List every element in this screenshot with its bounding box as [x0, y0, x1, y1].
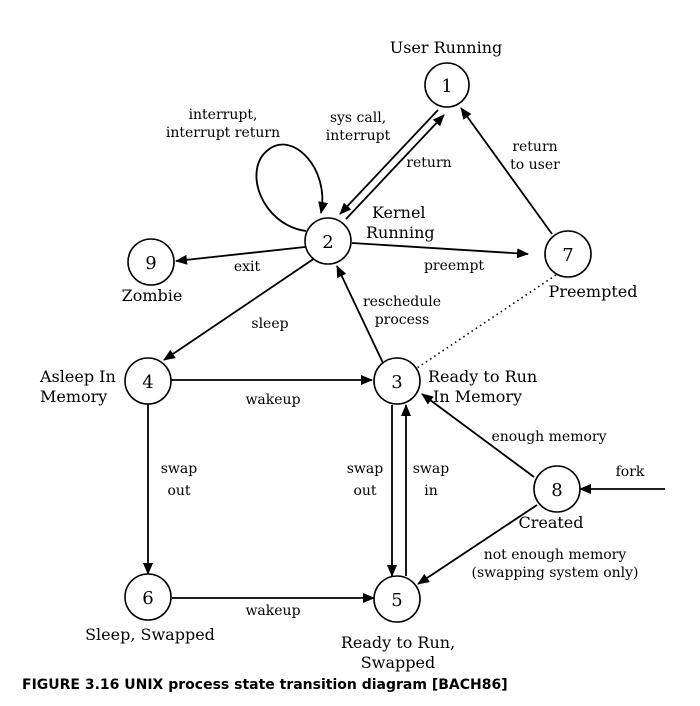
- state-node-5: 5: [373, 575, 421, 623]
- state-name-asleep-line2: Memory: [40, 387, 107, 406]
- state-name-ready-mem-line1: Ready to Run: [428, 367, 537, 386]
- edge-2-to-4: [163, 257, 316, 361]
- label-not-enough-line2: (swapping system only): [471, 565, 638, 581]
- state-name-user-running: User Running: [390, 38, 503, 57]
- label-swap-out-center-line2: out: [353, 483, 376, 499]
- state-name-preempted: Preempted: [549, 282, 638, 301]
- edge-7-to-1: [460, 107, 553, 235]
- edge-7-to-3-dotted: [416, 274, 557, 369]
- edge-8-to-5: [417, 504, 538, 585]
- state-node-4: 4: [124, 357, 172, 405]
- state-circle: [373, 357, 421, 405]
- label-return-to-user-line1: return: [512, 139, 557, 155]
- state-name-ready-mem-line2: In Memory: [433, 387, 522, 406]
- state-number: 5: [391, 590, 402, 611]
- state-circle: [424, 62, 470, 108]
- state-circle: [373, 575, 421, 623]
- label-swap-out-center-line1: swap: [347, 461, 384, 477]
- edge-8-to-3: [421, 393, 535, 478]
- state-name-asleep-line1: Asleep In: [39, 367, 116, 386]
- edge-2-self-loop: [255, 143, 329, 232]
- state-name-zombie: Zombie: [122, 286, 183, 305]
- label-preempt: preempt: [424, 258, 484, 274]
- label-swap-in-line2: in: [424, 483, 438, 499]
- state-name-kernel-line2: Running: [366, 223, 435, 242]
- label-return: return: [406, 155, 451, 171]
- state-circle: [124, 573, 172, 621]
- state-circle: [127, 238, 175, 286]
- state-name-ready-swapped-line1: Ready to Run,: [341, 633, 455, 652]
- figure-caption: FIGURE 3.16 UNIX process state transitio…: [22, 677, 508, 693]
- edge-3-to-2: [336, 265, 384, 364]
- label-reschedule-line1: reschedule: [363, 294, 441, 310]
- state-number: 8: [551, 480, 562, 501]
- label-swap-in-line1: swap: [413, 461, 450, 477]
- label-fork: fork: [616, 464, 645, 480]
- state-node-9: 9: [127, 238, 175, 286]
- label-not-enough-line1: not enough memory: [484, 547, 627, 563]
- edges: [143, 107, 665, 603]
- edge-1-to-2: [339, 109, 439, 215]
- label-interrupt-line1: interrupt,: [189, 107, 258, 123]
- nodes: 1 2 3 4 5 6 7 8: [124, 62, 592, 623]
- state-number: 3: [391, 372, 402, 393]
- state-name-sleep-swapped: Sleep, Swapped: [85, 625, 215, 644]
- label-exit: exit: [234, 259, 261, 275]
- label-reschedule-line2: process: [375, 312, 430, 328]
- state-circle: [304, 217, 352, 265]
- edge-2-to-9: [175, 246, 306, 265]
- state-number: 1: [441, 76, 452, 97]
- state-name-created: Created: [518, 513, 583, 532]
- label-swap-out-left-line1: swap: [161, 461, 198, 477]
- state-circle: [124, 357, 172, 405]
- state-node-2: 2: [304, 217, 352, 265]
- label-interrupt-line2: interrupt return: [166, 125, 280, 141]
- state-circle: [544, 230, 592, 278]
- label-swap-out-left-line2: out: [167, 483, 190, 499]
- state-names: User Running Kernel Running Ready to Run…: [39, 38, 637, 672]
- transition-labels: sys call, interrupt return interrupt, in…: [161, 107, 645, 619]
- label-return-to-user-line2: to user: [510, 157, 560, 173]
- label-sleep: sleep: [251, 316, 288, 332]
- state-node-8: 8: [533, 465, 581, 513]
- label-enough-memory: enough memory: [491, 429, 606, 445]
- edge-2-to-1: [345, 114, 445, 220]
- edge-2-to-7: [351, 242, 529, 259]
- label-wakeup-upper: wakeup: [245, 392, 300, 408]
- label-sys-call-line2: interrupt: [326, 128, 391, 144]
- state-node-1: 1: [424, 62, 470, 108]
- state-node-7: 7: [544, 230, 592, 278]
- state-name-kernel-line1: Kernel: [372, 203, 426, 222]
- state-name-ready-swapped-line2: Swapped: [361, 653, 435, 672]
- label-sys-call-line1: sys call,: [330, 110, 386, 126]
- state-number: 2: [322, 232, 333, 253]
- state-number: 6: [142, 588, 153, 609]
- state-number: 4: [142, 372, 153, 393]
- state-circle: [533, 465, 581, 513]
- state-node-6: 6: [124, 573, 172, 621]
- state-number: 7: [562, 245, 573, 266]
- state-number: 9: [145, 253, 156, 274]
- label-wakeup-lower: wakeup: [245, 603, 300, 619]
- state-node-3: 3: [373, 357, 421, 405]
